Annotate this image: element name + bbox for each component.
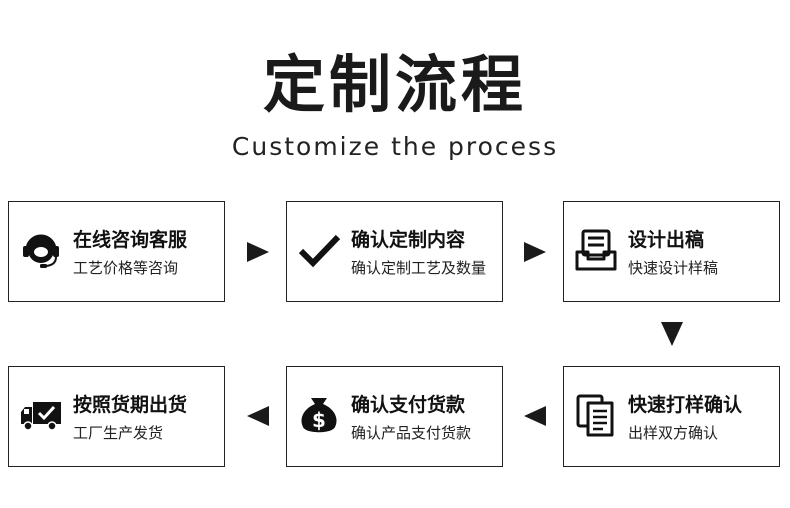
page-title: 定制流程 — [262, 48, 527, 121]
page-subtitle: Customize the process — [231, 132, 559, 161]
step-consult-service: 在线咨询客服 工艺价格等咨询 — [8, 201, 225, 302]
step-description: 出样双方确认 — [628, 424, 719, 442]
arrow-left-icon — [524, 406, 546, 426]
step-confirm-content: 确认定制内容 确认定制工艺及数量 — [286, 201, 503, 302]
step-title: 按照货期出货 — [73, 394, 188, 416]
step-design-draft: 设计出稿 快速设计样稿 — [563, 201, 780, 302]
delivery-truck-icon — [19, 393, 63, 437]
step-title: 快速打样确认 — [628, 394, 743, 416]
headset-icon — [19, 228, 63, 272]
step-description: 工艺价格等咨询 — [73, 259, 179, 277]
step-title: 确认支付货款 — [351, 394, 466, 416]
step-sample-confirm: 快速打样确认 出样双方确认 — [563, 366, 780, 467]
money-bag-icon: $ — [297, 393, 341, 437]
svg-text:$: $ — [312, 408, 326, 432]
arrow-right-icon — [524, 242, 546, 262]
checkmark-icon — [297, 228, 341, 272]
step-ship-goods: 按照货期出货 工厂生产发货 — [8, 366, 225, 467]
arrow-left-icon — [247, 406, 269, 426]
step-confirm-payment: $ 确认支付货款 确认产品支付货款 — [286, 366, 503, 467]
step-description: 工厂生产发货 — [73, 424, 164, 442]
inbox-tray-icon — [574, 228, 618, 272]
step-title: 设计出稿 — [628, 229, 705, 251]
step-title: 确认定制内容 — [351, 229, 466, 251]
arrow-down-icon — [661, 322, 683, 346]
step-description: 确认定制工艺及数量 — [351, 259, 487, 277]
arrow-right-icon — [247, 242, 269, 262]
step-description: 确认产品支付货款 — [351, 424, 472, 442]
step-description: 快速设计样稿 — [628, 259, 719, 277]
documents-icon — [574, 393, 618, 437]
step-title: 在线咨询客服 — [73, 229, 188, 251]
